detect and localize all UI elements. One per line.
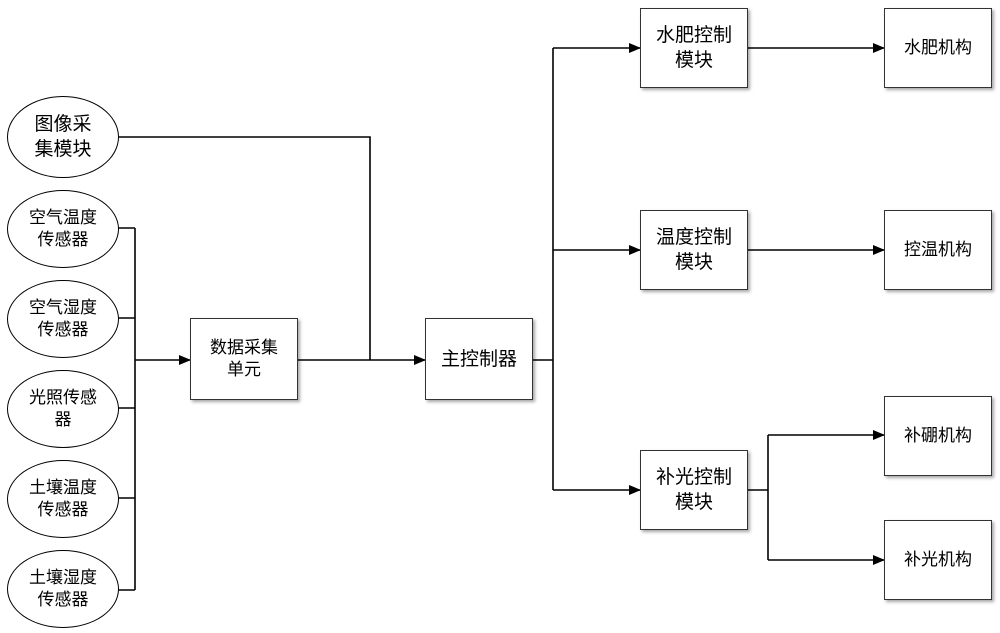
- main-controller: 主控制器: [425, 318, 533, 400]
- main-controller-label: 主控制器: [440, 347, 517, 370]
- image-capture-label: 图像采 集模块: [34, 113, 92, 160]
- light-actuator-label: 补光机构: [904, 550, 972, 570]
- temperature-control-label: 温度控制 模块: [655, 226, 732, 273]
- air-temperature-label: 空气温度 传感器: [29, 208, 97, 250]
- image-capture-module: 图像采 集模块: [7, 96, 119, 178]
- light-sensor-label: 光照传感 器: [29, 388, 97, 430]
- temperature-control-module: 温度控制 模块: [640, 210, 748, 290]
- boron-actuator-label: 补硼机构: [904, 426, 972, 446]
- image-module-connector: [118, 136, 371, 360]
- water-fertilizer-actuator: 水肥机构: [884, 8, 992, 88]
- soil-humidity-label: 土壤湿度 传感器: [29, 568, 97, 610]
- soil-temperature-sensor: 土壤温度 传感器: [7, 460, 119, 538]
- light-sensor: 光照传感 器: [7, 370, 119, 448]
- air-humidity-label: 空气湿度 传感器: [29, 298, 97, 340]
- water-fertilizer-control-module: 水肥控制 模块: [640, 8, 748, 88]
- air-humidity-sensor: 空气湿度 传感器: [7, 280, 119, 358]
- soil-humidity-sensor: 土壤湿度 传感器: [7, 550, 119, 628]
- data-acquisition-unit: 数据采集 单元: [190, 318, 298, 400]
- supplement-light-control-label: 补光控制 模块: [655, 466, 732, 513]
- temperature-actuator-label: 控温机构: [904, 240, 972, 260]
- water-fertilizer-control-label: 水肥控制 模块: [655, 24, 732, 71]
- boron-actuator: 补硼机构: [884, 396, 992, 476]
- air-temperature-sensor: 空气温度 传感器: [7, 190, 119, 268]
- light-actuator: 补光机构: [884, 520, 992, 600]
- temperature-actuator: 控温机构: [884, 210, 992, 290]
- supplement-light-control-module: 补光控制 模块: [640, 450, 748, 530]
- water-fertilizer-actuator-label: 水肥机构: [904, 38, 972, 58]
- data-acquisition-label: 数据采集 单元: [210, 338, 278, 380]
- soil-temperature-label: 土壤温度 传感器: [29, 478, 97, 520]
